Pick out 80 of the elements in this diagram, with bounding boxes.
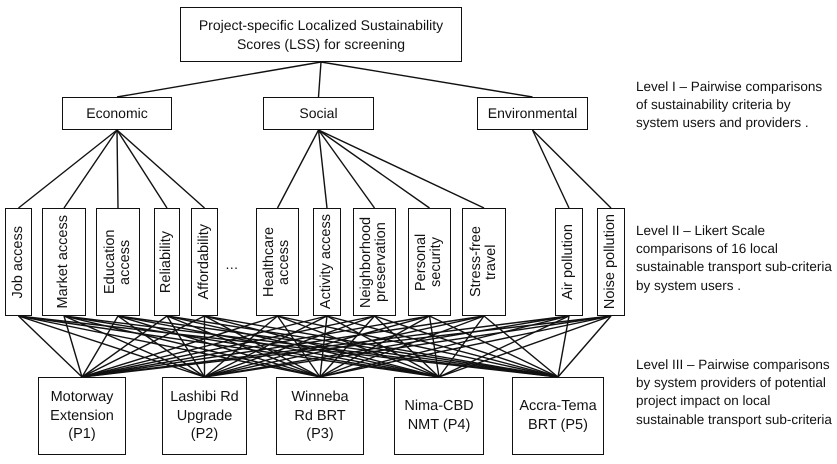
connector-line (318, 129, 430, 209)
connector-line (557, 316, 570, 378)
node-label: Project-specific Localized Sustainability Scores (LSS) for screening (198, 16, 444, 53)
connector-line (118, 315, 205, 378)
project-box (276, 377, 364, 455)
node-label: Affordability (196, 224, 212, 300)
sub-criterion-box (154, 208, 180, 316)
connector-line (116, 130, 168, 208)
level-note: Level II – Likert Scale comparisons of 16 local sustainable transport sub-criteria by system users . (636, 222, 833, 295)
sub-criterion-box (408, 208, 451, 316)
connector-line (374, 316, 440, 378)
connector-line (116, 61, 322, 98)
node-label: Social (299, 104, 338, 123)
node-label: Accra-Tema BRT (P5) (518, 397, 598, 435)
criterion-box (263, 97, 374, 130)
connector-line (18, 315, 205, 378)
node-label: Healthcare access (262, 226, 293, 300)
connector-line (63, 130, 118, 208)
connector-line (166, 316, 206, 378)
node-label: Job access (10, 226, 26, 298)
node-label: Activity access (319, 214, 335, 310)
connector-line (318, 62, 322, 98)
connector-line (532, 130, 612, 208)
sub-criterion-box (597, 208, 625, 316)
node-label: Economic (86, 104, 148, 123)
connector-line (81, 316, 119, 378)
project-box (512, 377, 604, 455)
connector-line (318, 130, 328, 208)
ellipsis: … (225, 256, 240, 274)
sub-criterion-box (5, 208, 32, 316)
sub-criterion-box (555, 208, 583, 316)
connector-line (116, 130, 119, 208)
sub-criterion-box (96, 208, 140, 316)
node-label: Motorway Extension (P1) (49, 388, 115, 444)
project-box (38, 377, 126, 455)
connector-line (276, 316, 321, 378)
sub-criterion-box (191, 208, 218, 316)
connector-line (63, 316, 83, 378)
criterion-box (477, 97, 588, 130)
node-label: Reliability (159, 230, 175, 294)
connector-line (204, 315, 278, 378)
criterion-box (62, 97, 172, 130)
connector-line (319, 316, 328, 378)
goal-box (180, 7, 462, 62)
connector-line (18, 129, 118, 209)
connector-line (204, 316, 206, 377)
node-label: Winneba Rd BRT (P3) (290, 388, 350, 444)
sub-criterion-box (462, 208, 506, 316)
node-label: Environmental (488, 104, 578, 123)
connector-line (438, 315, 612, 378)
connector-line (82, 315, 168, 378)
connector-line (318, 129, 484, 209)
connector-line (484, 315, 558, 378)
sub-criterion-box (42, 208, 86, 316)
project-box (394, 377, 484, 455)
node-label: Personal security (414, 232, 445, 293)
sub-criterion-box (256, 208, 299, 316)
connector-line (557, 316, 612, 378)
connector-line (276, 130, 320, 208)
project-box (162, 377, 247, 455)
level-note: Level I – Pairwise comparisons of sustainability criteria by system users and providers . (636, 78, 824, 132)
node-label: Market access (56, 215, 72, 309)
sub-criterion-box (353, 208, 396, 316)
connector-line (318, 130, 376, 208)
connector-line (18, 316, 82, 378)
connector-line (428, 316, 440, 378)
connector-line (116, 129, 205, 209)
connector-line (438, 316, 485, 378)
connector-line (320, 61, 533, 98)
node-label: Neighborhood preservation (359, 215, 390, 310)
connector-line (532, 130, 570, 208)
node-label: Stress-free travel (468, 226, 500, 300)
node-label: Nima-CBD NMT (P4) (403, 397, 475, 435)
node-label: Air pollution (561, 224, 577, 300)
node-label: Lashibi Rd Upgrade (P2) (169, 388, 240, 444)
node-label: Noise pollution (603, 214, 619, 310)
level-note: Level III – Pairwise comparisons by system providers of potential project impact on local sustainable transport sub-criteria (636, 356, 833, 429)
node-label: Education access (102, 228, 134, 296)
connector-line (319, 316, 376, 378)
sub-criterion-box (313, 208, 341, 316)
